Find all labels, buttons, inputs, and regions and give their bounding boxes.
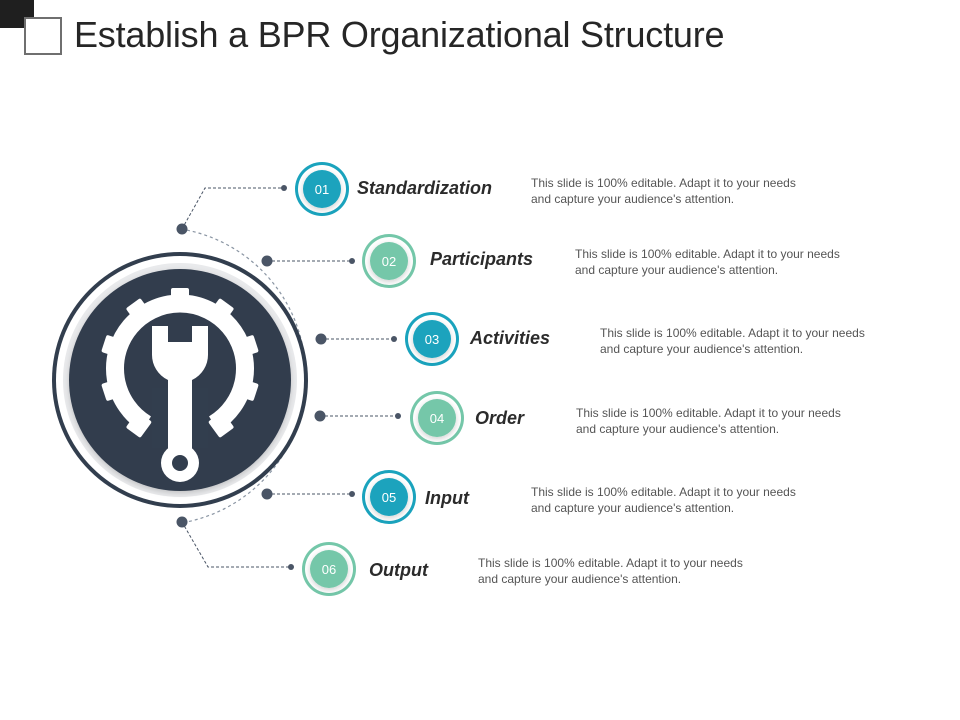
step-label: Order [475, 408, 525, 428]
step-description: This slide is 100% editable. Adapt it to… [600, 325, 910, 357]
description-line: and capture your audience's attention. [576, 422, 780, 436]
step-label: Activities [470, 328, 551, 348]
step-number: 02 [382, 254, 396, 269]
step-number: 01 [315, 182, 329, 197]
dashed-arc [180, 228, 307, 524]
page-title: Establish a BPR Organizational Structure [74, 14, 725, 55]
step-label: Input [425, 488, 469, 508]
description-line: This slide is 100% editable. Adapt it to… [531, 176, 796, 190]
connector-04 [314, 410, 401, 422]
description-line: and capture your audience's attention. [575, 263, 779, 277]
description-line: and capture your audience's attention. [478, 572, 682, 586]
step-number: 04 [430, 411, 444, 426]
description-line: This slide is 100% editable. Adapt it to… [531, 485, 796, 499]
step-badge-06: 06 [302, 542, 356, 596]
step-badge-01: 01 [295, 162, 349, 216]
step-number: 06 [322, 562, 336, 577]
step-description: This slide is 100% editable. Adapt it to… [478, 555, 788, 587]
step-badge-02: 02 [362, 234, 416, 288]
wrench-gear-icon [101, 288, 259, 482]
connector-06 [176, 516, 294, 570]
step-badge-04: 04 [410, 391, 464, 445]
description-line: This slide is 100% editable. Adapt it to… [576, 406, 841, 420]
step-label: Participants [430, 249, 534, 269]
connector-03 [315, 333, 397, 345]
description-line: and capture your audience's attention. [600, 342, 804, 356]
description-line: This slide is 100% editable. Adapt it to… [478, 556, 743, 570]
step-label: Standardization [357, 178, 493, 198]
connector-05 [261, 488, 355, 500]
step-label: Output [369, 560, 428, 580]
description-line: and capture your audience's attention. [531, 192, 735, 206]
description-line: This slide is 100% editable. Adapt it to… [575, 247, 840, 261]
description-line: and capture your audience's attention. [531, 501, 735, 515]
title-square-icon [24, 17, 62, 55]
description-line: This slide is 100% editable. Adapt it to… [600, 326, 865, 340]
step-description: This slide is 100% editable. Adapt it to… [531, 175, 841, 207]
step-description: This slide is 100% editable. Adapt it to… [575, 246, 885, 278]
step-number: 05 [382, 490, 396, 505]
step-badge-03: 03 [405, 312, 459, 366]
step-description: This slide is 100% editable. Adapt it to… [531, 484, 841, 516]
step-description: This slide is 100% editable. Adapt it to… [576, 405, 886, 437]
connector-01 [176, 185, 287, 235]
step-number: 03 [425, 332, 439, 347]
step-badge-05: 05 [362, 470, 416, 524]
connector-02 [261, 255, 355, 267]
